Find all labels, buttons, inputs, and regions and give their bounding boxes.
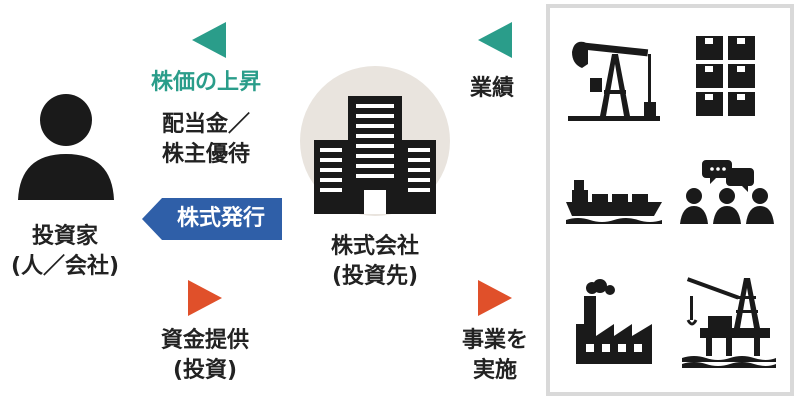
business-label: 事業を 実施 [452,326,538,386]
oil-rig-icon [682,276,776,368]
issue-shares-tag [142,198,282,240]
company-label-line1: 株式会社 [330,234,419,259]
issue-shares-label: 株式発行 [176,206,265,231]
investor-label: 投資家 (人／会社) [0,222,130,282]
investor-label-line1: 投資家 [31,224,98,249]
meeting-icon [680,158,774,224]
business-label-line2: 実施 [472,358,517,383]
stock-rise-label: 株価の上昇 [150,70,261,95]
investor-icon [12,88,120,200]
business-label-line1: 事業を [461,328,528,353]
company-label-line2: (投資先) [331,264,419,289]
funding-label-line1: 資金提供 [160,328,249,353]
arrow-left-icon [478,22,512,58]
performance-label: 業績 [469,76,514,101]
funding-label-line2: (投資) [172,358,238,383]
boxes-icon [694,34,758,118]
dividend-label: 配当金／ 株主優待 [136,110,276,170]
arrow-right-icon [478,280,512,316]
factory-icon [574,278,654,364]
arrow-right-icon [188,280,222,316]
ship-icon [566,174,662,224]
funding-label: 資金提供 (投資) [140,326,270,386]
pumpjack-icon [568,34,660,122]
dividend-label-line1: 配当金／ [161,112,250,137]
company-label: 株式会社 (投資先) [300,232,450,292]
investor-label-line2: (人／会社) [10,254,120,279]
arrow-left-icon [192,22,226,58]
dividend-label-line2: 株主優待 [161,142,250,167]
company-building-icon [300,66,450,216]
